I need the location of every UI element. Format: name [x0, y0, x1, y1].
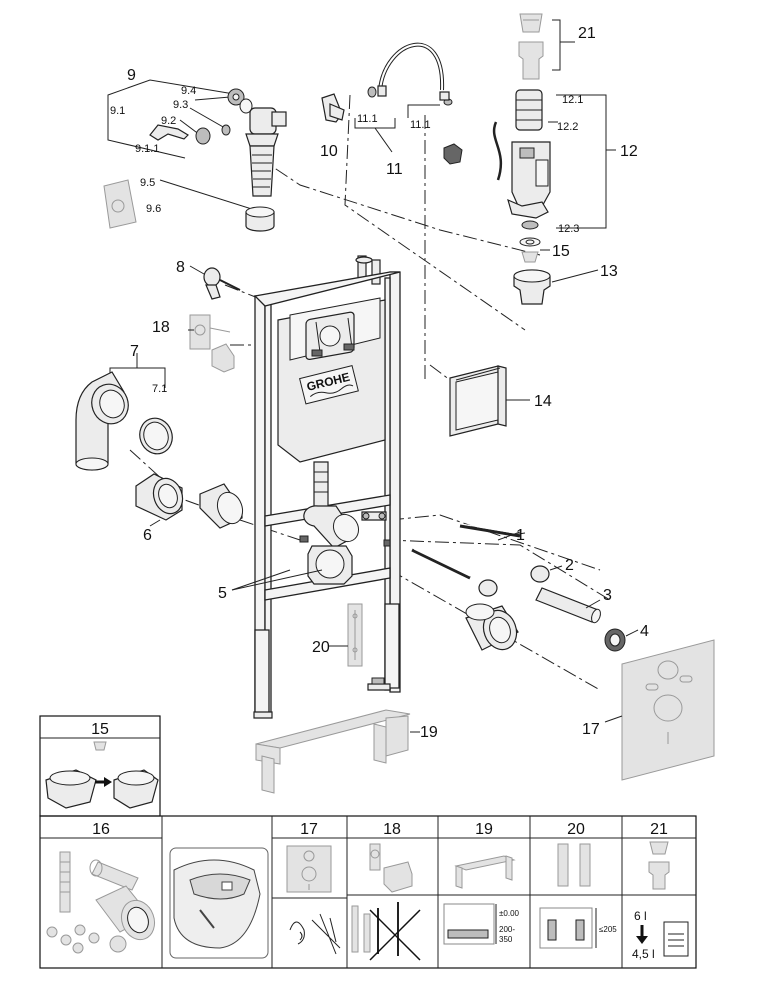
foot-support-19 — [255, 709, 420, 794]
toilet-section-view — [169, 847, 269, 959]
label-9: 9 — [127, 67, 136, 84]
bracket-10 — [321, 93, 345, 123]
accessory-panels: 16 17 18 19 20 21 — [39, 815, 697, 969]
label-12: 12 — [620, 143, 638, 160]
panel-21-parts: 6 l 4,5 l — [632, 841, 689, 961]
discharge-pipe — [465, 603, 519, 651]
label-9-5: 9.5 — [140, 177, 155, 189]
label-6: 6 — [143, 527, 152, 544]
label-9-6: 9.6 — [146, 203, 161, 215]
label-9-1: 9.1 — [110, 105, 125, 117]
label-14: 14 — [534, 393, 552, 410]
flexible-hose-11 — [354, 42, 463, 165]
bend-pipe-7 — [75, 353, 173, 471]
label-12-3: 12.3 — [558, 223, 579, 235]
label-15: 15 — [552, 243, 570, 260]
volume-6l: 6 l — [634, 909, 647, 923]
label-9-4: 9.4 — [181, 85, 196, 97]
fill-valve-group — [103, 79, 287, 232]
volume-4-5l: 4,5 l — [632, 947, 655, 961]
bracket-20 — [347, 603, 363, 667]
installation-frame: GROHE — [253, 255, 401, 719]
label-8: 8 — [176, 259, 185, 276]
label-20: 20 — [312, 639, 330, 656]
flush-valve-12 — [492, 89, 616, 230]
label-9-3: 9.3 — [173, 99, 188, 111]
panel-17-parts — [286, 845, 341, 955]
service-box-14 — [449, 365, 530, 437]
label-4: 4 — [640, 623, 649, 640]
panel-18-title: 18 — [383, 821, 401, 838]
panel-17-title: 17 — [300, 821, 318, 838]
panel-19-parts: ±0.00 200- 350 — [443, 855, 520, 945]
sleeve-connector — [199, 483, 244, 529]
dim-19-range-2: 350 — [499, 935, 513, 944]
wall-anchor-8 — [203, 267, 241, 300]
label-19: 19 — [420, 724, 438, 741]
panel-20-title: 20 — [567, 821, 585, 838]
panel-20-parts: ≤205 — [539, 843, 617, 949]
flush-pipe-3 — [535, 587, 601, 624]
label-9-1-1: 9.1.1 — [135, 143, 159, 155]
label-17: 17 — [582, 721, 600, 738]
panel-15: 15 — [39, 715, 161, 817]
label-3: 3 — [603, 587, 612, 604]
threaded-rods-1 — [411, 523, 521, 580]
panel-15-title: 15 — [91, 721, 109, 738]
label-7: 7 — [130, 343, 139, 360]
label-2: 2 — [565, 557, 574, 574]
panel-16-parts — [46, 851, 156, 954]
label-5: 5 — [218, 585, 227, 602]
dim-19-range-1: 200- — [499, 925, 515, 934]
seal-4 — [604, 628, 639, 652]
label-1: 1 — [516, 527, 525, 544]
label-12-1: 12.1 — [562, 94, 583, 106]
caps-2 — [478, 565, 563, 597]
callout-lines — [149, 265, 623, 723]
panel-19-title: 19 — [475, 821, 493, 838]
label-18: 18 — [152, 319, 170, 336]
label-10: 10 — [320, 143, 338, 160]
label-13: 13 — [600, 263, 618, 280]
callout-labels: 9 9.4 9.3 9.1 9.2 9.1.1 9.5 9.6 10 11 11… — [110, 25, 649, 741]
panel-16-title: 16 — [92, 821, 110, 838]
panel-21-title: 21 — [650, 821, 668, 838]
label-11-1-b: 11.1 — [410, 119, 431, 131]
insulation-plate-17 — [621, 639, 715, 781]
label-11-1-a: 11.1 — [357, 113, 378, 125]
wall-bracket-18 — [189, 314, 235, 373]
label-7-1: 7.1 — [152, 383, 167, 395]
dim-19-zero: ±0.00 — [499, 909, 520, 918]
label-21: 21 — [578, 25, 596, 42]
adaptor-21 — [518, 13, 575, 80]
dim-20: ≤205 — [599, 925, 617, 934]
panel-18-parts — [351, 843, 421, 961]
label-9-2: 9.2 — [161, 115, 176, 127]
label-12-2: 12.2 — [557, 121, 578, 133]
connector-6 — [135, 473, 184, 521]
label-11: 11 — [386, 161, 403, 178]
washer-15-valve-seat-13 — [513, 237, 599, 305]
